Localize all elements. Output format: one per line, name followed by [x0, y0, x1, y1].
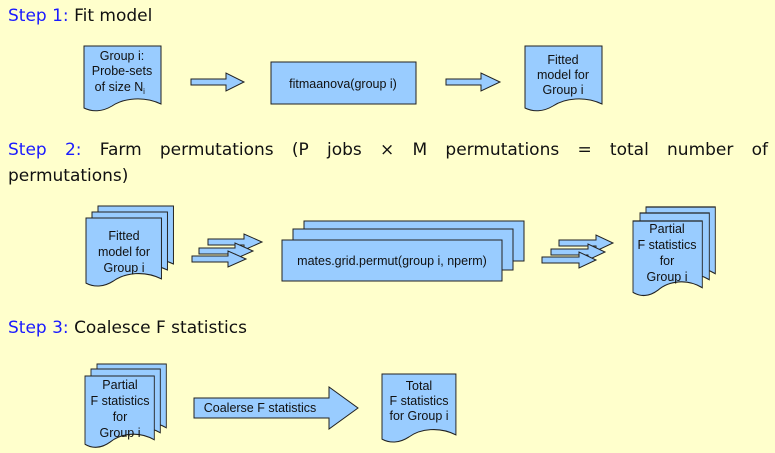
step-2-arrows-1: [191, 233, 264, 268]
step-1-output-line-2: model for: [537, 68, 589, 82]
step-1-arrow-2: [445, 72, 502, 92]
step-2-process-label: mates.grid.permut(group i, nperm): [297, 254, 487, 268]
step-3-coalesce-arrow: [193, 386, 359, 430]
step-3-output-line-1: Total: [406, 379, 432, 393]
step-1-heading: Step 1: Fit model: [8, 6, 152, 26]
step-2-label: Step 2:: [8, 140, 82, 160]
step-2-input-line-2: model for: [98, 245, 150, 259]
step-2-input-line-1: Fitted: [108, 229, 139, 243]
step-3-heading: Step 3: Coalesce F statistics: [8, 318, 247, 338]
step-2-process-box-stack: [281, 220, 525, 282]
step-2-output-line-4: Group i: [647, 270, 688, 284]
step-1-process-box: [270, 61, 417, 105]
step-2-heading: Step 2: Farm permutations (P jobs × M pe…: [8, 137, 768, 189]
step-1-title: Fit model: [74, 6, 153, 26]
step-3-title: Coalesce F statistics: [74, 318, 247, 338]
step-1-input-subscript: i: [143, 87, 145, 96]
step-2-output-line-2: F statistics: [637, 238, 696, 252]
step-2-title: Farm permutations (P jobs × M permutatio…: [8, 140, 769, 186]
step-1-input-line-1: Group i:: [100, 49, 144, 63]
step-3-input-line-4: Group i: [100, 426, 141, 440]
step-1-output-line-1: Fitted: [547, 53, 578, 67]
step-3-label: Step 3:: [8, 318, 69, 338]
step-2-input-line-3: Group i: [104, 261, 145, 275]
step-3-input-line-1: Partial: [102, 378, 137, 392]
step-3-output-line-2: F statistics: [389, 394, 448, 408]
step-2-output-line-1: Partial: [649, 222, 684, 236]
step-3-input-line-2: F statistics: [90, 394, 149, 408]
step-1-input-line-3: of size N: [95, 80, 144, 94]
step-2-arrows-2: [541, 234, 615, 269]
step-1-process-label: fitmaanova(group i): [289, 77, 397, 91]
step-2-output-line-3: for: [660, 254, 675, 268]
step-1-input-line-2: Probe-sets: [92, 64, 152, 78]
step-3-input-line-3: for: [113, 410, 128, 424]
step-1-arrow-1: [190, 72, 246, 92]
step-1-label: Step 1:: [8, 6, 69, 26]
step-3-arrow-label: Coalerse F statistics: [204, 401, 317, 415]
step-1-output-line-3: Group i: [543, 83, 584, 97]
step-3-output-line-3: for Group i: [389, 409, 448, 423]
